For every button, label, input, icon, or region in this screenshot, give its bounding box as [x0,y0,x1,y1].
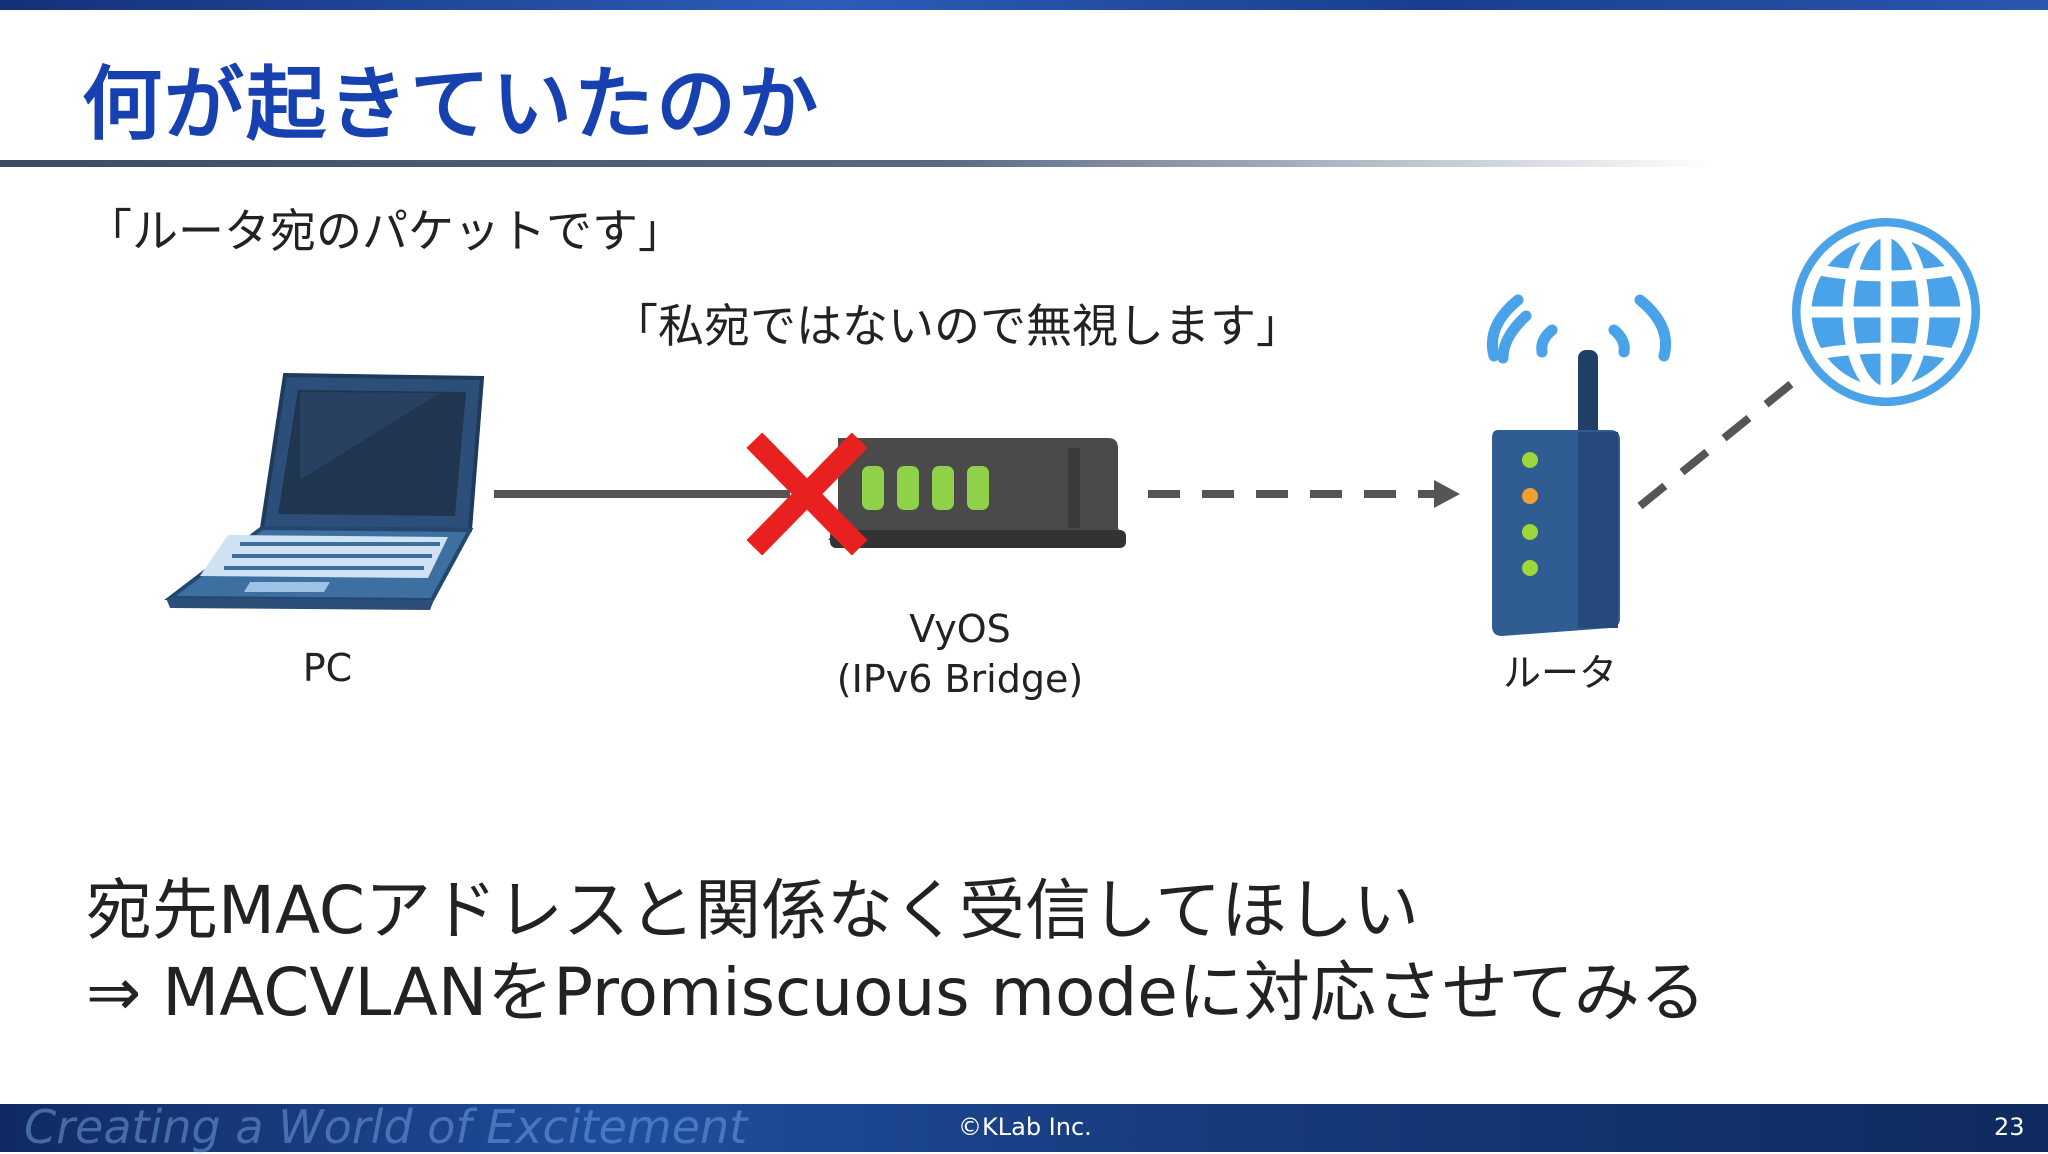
vyos-label-role: (IPv6 Bridge) [836,657,1084,701]
pc-label: PC [302,646,353,690]
drop-x-icon [746,432,868,556]
footer-tagline: Creating a World of Excitement [24,1100,748,1154]
laptop-icon [164,372,485,610]
vyos-label-name: VyOS [909,607,1011,651]
conclusion-line-1: 宛先MACアドレスと関係なく受信してほしい [86,872,1420,949]
vyos-label: VyOS (IPv6 Bridge) [780,604,1140,704]
title-divider [0,160,1710,167]
router-internet-dashed-link [1637,368,1809,510]
router-packet-quote: 「ルータ宛のパケットです」 [86,204,684,258]
globe-icon [1792,218,1980,406]
conclusion-line-2: ⇒ MACVLANをPromiscuous modeに対応させてみる [86,954,1706,1031]
slide-title: 何が起きていたのか [82,58,820,151]
router-icon [1492,350,1620,636]
footer-bar [0,1104,2048,1152]
vyos-router-dashed-arrow [1148,480,1460,508]
router-label: ルータ [1502,651,1617,695]
vyos-ignore-quote: 「私宛ではないので無視します」 [612,299,1302,353]
wifi-signal-icon [1486,294,1672,364]
footer-copyright: ©KLab Inc. [958,1113,1092,1141]
vyos-device-icon [828,438,1126,548]
conclusion-text: 宛先MACアドレスと関係なく受信してほしい ⇒ MACVLANをPromiscu… [86,870,1706,1034]
page-number: 23 [1994,1113,2025,1141]
top-accent-bar [0,0,2048,10]
